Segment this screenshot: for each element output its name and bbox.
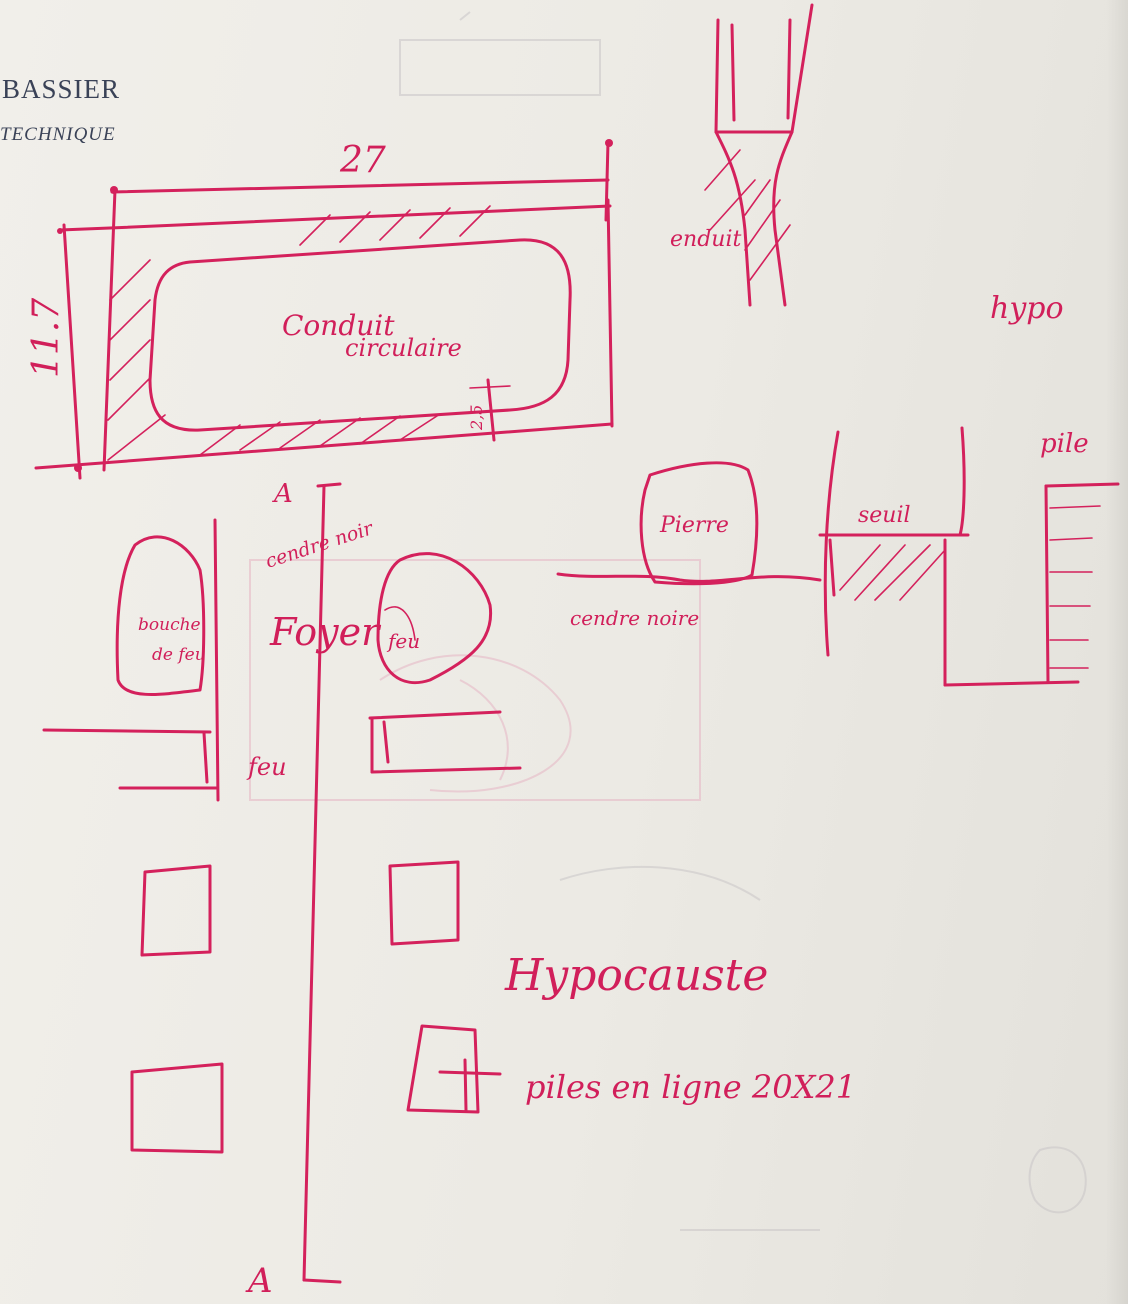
dim-width-label: 27 xyxy=(339,140,386,181)
pile-square-2 xyxy=(388,860,460,946)
hatching-bottom xyxy=(199,413,441,456)
dim-height-label: 11.7 xyxy=(26,298,67,378)
conduit-rounded-rect xyxy=(148,238,572,432)
bouche-label-1: bouche xyxy=(138,615,201,635)
feu-right-label: feu xyxy=(386,629,420,653)
pile-square-1 xyxy=(140,864,212,957)
pile-square-4 xyxy=(406,1024,480,1114)
bouche-label-2: de feu xyxy=(152,645,206,665)
conduit-plan: 27 11.7 2,5 Conduit circulaire xyxy=(26,139,614,480)
hypo-label: hypo xyxy=(990,291,1064,326)
plan-outer-bottom xyxy=(34,422,614,470)
page-fold-shadow xyxy=(1106,0,1128,1304)
foyer-plan: bouche de feu cendre noir Foyer feu feu xyxy=(42,517,522,802)
cendre-noir-label: cendre noir xyxy=(263,517,378,573)
hatching-left xyxy=(107,259,166,461)
pile-label: pile xyxy=(1040,429,1089,459)
pierre-shape xyxy=(639,461,759,586)
plan-inner-top xyxy=(58,204,612,232)
bleed-through-traces xyxy=(249,11,1087,1231)
section-a-bottom: A xyxy=(245,1261,273,1301)
section-line-aa: A A xyxy=(245,479,342,1301)
feu-middle-label: feu xyxy=(246,753,287,781)
small-dim-line xyxy=(486,378,496,442)
pierre-label: Pierre xyxy=(659,513,729,538)
section-a-top: A xyxy=(272,479,293,509)
foyer-label: Foyer xyxy=(269,610,382,654)
hypocauste-label: Hypocauste xyxy=(504,950,768,1001)
enduit-label: enduit xyxy=(670,227,741,252)
printed-subtitle: TECHNIQUE xyxy=(0,124,116,145)
conduit-label-1: Conduit xyxy=(282,309,395,342)
printed-title: BASSIER xyxy=(2,74,121,104)
piles-note: piles en ligne 20X21 xyxy=(525,1068,856,1106)
hatching-top xyxy=(299,205,491,246)
seuil-label: seuil xyxy=(858,503,911,528)
pile-squares xyxy=(130,860,502,1154)
dim-top-tick xyxy=(604,140,610,222)
bouche-shape xyxy=(115,535,206,696)
dim-small-label: 2,5 xyxy=(467,405,486,431)
feu-right-shape xyxy=(376,552,493,685)
cendre-noire-right-label: cendre noire xyxy=(570,606,699,630)
plan-outer-top xyxy=(110,178,610,194)
conduit-label-2: circulaire xyxy=(345,334,462,362)
chimney-section: enduit hypo xyxy=(670,3,1064,326)
seuil-section: Pierre cendre noire seuil pile xyxy=(556,426,1120,687)
pile-square-3 xyxy=(130,1062,224,1154)
plan-right xyxy=(606,198,614,428)
dim-height-line xyxy=(62,223,82,480)
plan-left xyxy=(102,188,117,472)
